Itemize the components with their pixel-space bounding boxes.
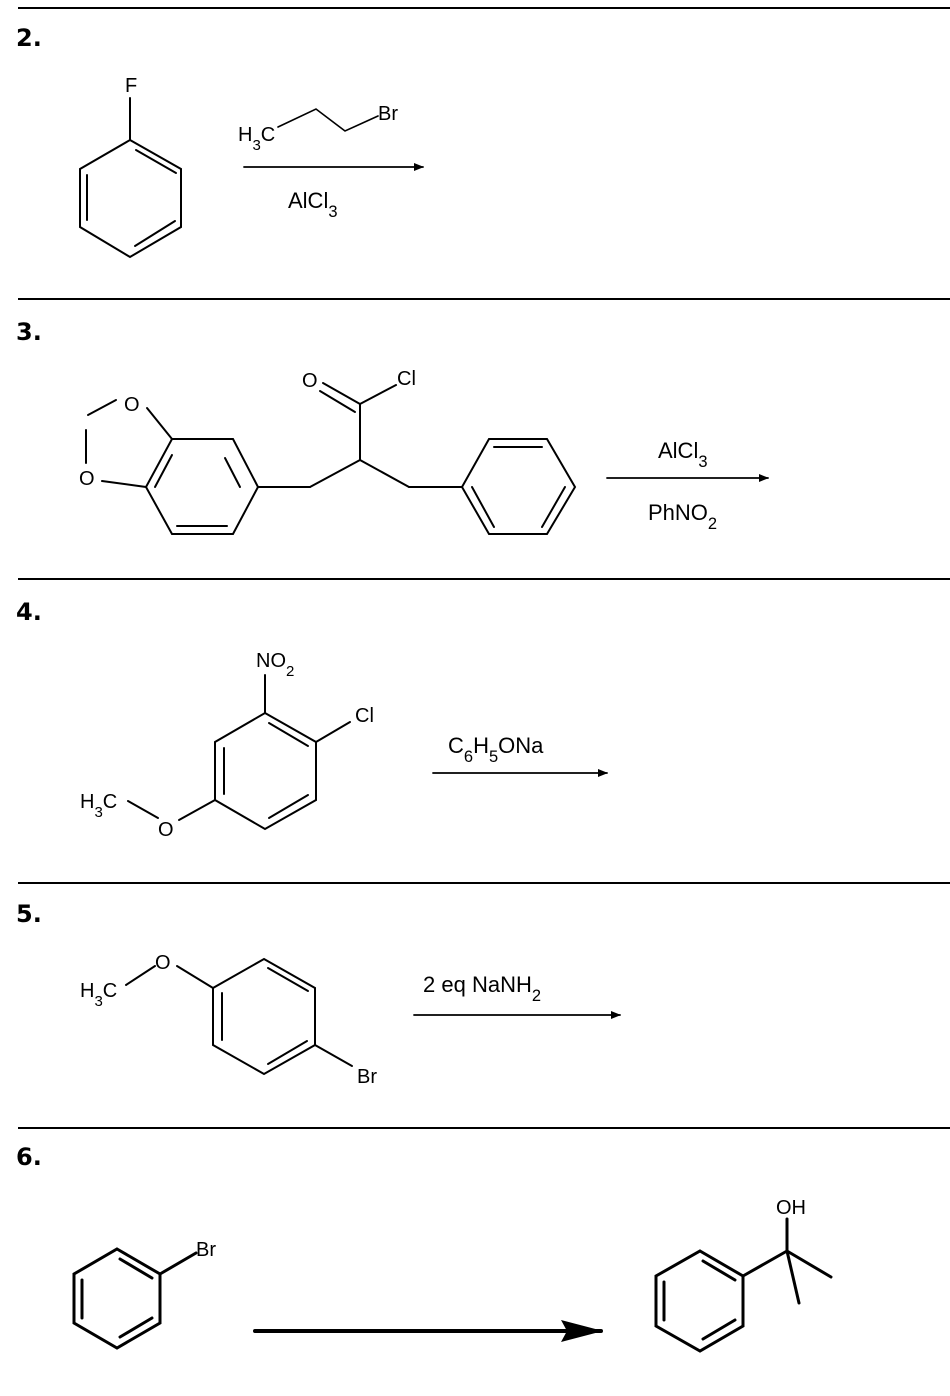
- chlorine-label-4: Cl: [355, 705, 374, 727]
- methoxy-oxygen-label-5: O: [155, 952, 171, 974]
- separator-2-3: [18, 298, 950, 300]
- chloronitroanisole-molecule: [127, 674, 351, 831]
- reagent-4-label: C6H5ONa: [448, 733, 544, 766]
- problem-5-reaction: [125, 957, 621, 1076]
- problem-6-reaction: [72, 1217, 833, 1353]
- dioxole-oxygen-top-label: O: [124, 394, 140, 416]
- fluorine-label: F: [125, 75, 137, 97]
- problem-number-6: 6.: [16, 1143, 42, 1171]
- problem-2-reaction: [79, 97, 424, 259]
- problem-3-reaction: [85, 382, 769, 535]
- condition-3-bottom-label: PhNO2: [648, 500, 717, 533]
- reagent-bromine-label: Br: [378, 103, 398, 125]
- separator-5-6: [18, 1127, 950, 1129]
- problem-number-5: 5.: [16, 900, 42, 928]
- problem-number-2: 2.: [16, 24, 42, 52]
- carbonyl-oxygen-label: O: [302, 370, 318, 392]
- methoxy-methyl-label-5: H3C: [80, 980, 117, 1010]
- condition-3-top-label: AlCl3: [658, 438, 708, 471]
- separator-3-4: [18, 578, 950, 580]
- acyl-chlorine-label: Cl: [397, 368, 416, 390]
- benzodioxole-acyl-chloride-molecule: [85, 382, 463, 535]
- propyl-bromide-molecule: [277, 108, 379, 132]
- separator-4-5: [18, 882, 950, 884]
- reagent-5-label: 2 eq NaNH2: [423, 972, 541, 1005]
- bromoanisole-molecule: [125, 957, 353, 1076]
- dioxole-oxygen-bottom-label: O: [79, 468, 95, 490]
- methoxy-methyl-label-4: H3C: [80, 791, 117, 821]
- reagent-methyl-label: H3C: [238, 124, 275, 154]
- fluorobenzene-molecule: [79, 97, 182, 259]
- bromobenzene-molecule: [72, 1247, 198, 1350]
- bromine-label-6: Br: [196, 1239, 216, 1261]
- separator-top: [18, 7, 950, 9]
- bromine-label-5: Br: [357, 1066, 377, 1088]
- hydroxyl-label: OH: [776, 1197, 806, 1219]
- condition-2-label: AlCl3: [288, 188, 338, 221]
- benzyl-phenyl-ring: [460, 438, 577, 535]
- problem-number-4: 4.: [16, 598, 42, 626]
- nitro-label: NO2: [256, 650, 294, 680]
- problem-4-reaction: [127, 674, 608, 831]
- dimethylbenzyl-alcohol-molecule: [654, 1217, 833, 1353]
- problem-number-3: 3.: [16, 318, 42, 346]
- methoxy-oxygen-label-4: O: [158, 819, 174, 841]
